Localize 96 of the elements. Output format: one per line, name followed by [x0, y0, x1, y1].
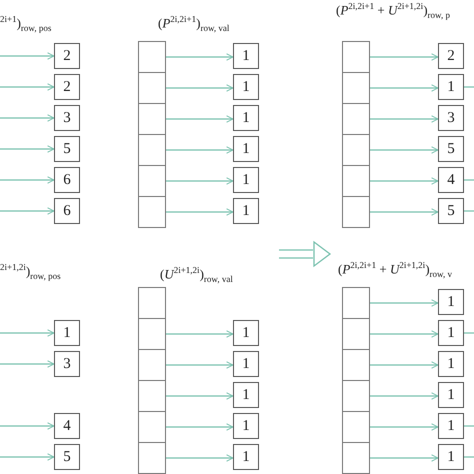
value-box: 1	[233, 167, 259, 193]
value-box: 2	[54, 74, 80, 100]
arrow	[166, 454, 234, 462]
arrow	[370, 53, 438, 61]
value-box: 4	[438, 167, 464, 193]
array-cell	[342, 380, 370, 412]
arrow	[0, 114, 54, 122]
array-heading: $^{2i+1,2i}$)$_{row, pos}$	[0, 262, 61, 282]
arrow	[0, 52, 54, 60]
value-box: 1	[233, 43, 259, 69]
arrow	[370, 208, 438, 216]
arrow	[166, 392, 234, 400]
arrow	[166, 115, 234, 123]
arrow	[370, 299, 438, 307]
value-box: 1	[438, 74, 464, 100]
array-cell	[138, 318, 166, 350]
value-box: 1	[233, 74, 259, 100]
array-cell	[342, 196, 370, 228]
arrow	[370, 84, 438, 92]
value-box: 1	[438, 289, 464, 315]
array-cell	[342, 318, 370, 350]
array-heading: $^{2i+1}$)$_{row, pos}$	[0, 14, 52, 34]
array-cell	[342, 103, 370, 135]
arrow	[0, 360, 54, 368]
value-box: 5	[54, 136, 80, 162]
arrow	[166, 177, 234, 185]
value-box: 3	[54, 351, 80, 377]
value-box: 6	[54, 167, 80, 193]
arrow	[370, 330, 438, 338]
value-box: 1	[233, 351, 259, 377]
array-cell	[138, 411, 166, 443]
value-box: 1	[438, 413, 464, 439]
array-cell	[342, 442, 370, 474]
array-cell	[138, 134, 166, 166]
value-box: 4	[54, 413, 80, 439]
value-box: 1	[233, 413, 259, 439]
arrow	[166, 84, 234, 92]
array-cell	[342, 349, 370, 381]
array-cell	[342, 411, 370, 443]
array-heading: (U$^{2i+1,2i}$)$_{row, val}$	[160, 265, 233, 285]
value-box: 5	[438, 198, 464, 224]
arrow	[166, 146, 234, 154]
array-cell	[138, 72, 166, 104]
array-cell	[138, 380, 166, 412]
array-cell	[342, 72, 370, 104]
arrow	[370, 423, 438, 431]
arrow	[0, 329, 54, 337]
arrow	[166, 330, 234, 338]
value-box: 1	[438, 320, 464, 346]
arrow	[166, 208, 234, 216]
arrow	[0, 145, 54, 153]
array-cell	[342, 41, 370, 73]
arrow	[166, 423, 234, 431]
arrow	[0, 176, 54, 184]
value-box: 1	[438, 351, 464, 377]
array-cell	[342, 165, 370, 197]
value-box: 6	[54, 198, 80, 224]
arrow	[370, 361, 438, 369]
array-cell	[342, 134, 370, 166]
value-box: 1	[233, 382, 259, 408]
value-box: 1	[54, 320, 80, 346]
arrow	[370, 454, 438, 462]
arrow	[370, 115, 438, 123]
arrow	[370, 177, 438, 185]
arrow	[0, 453, 54, 461]
value-box: 1	[233, 320, 259, 346]
value-box: 1	[233, 136, 259, 162]
value-box: 1	[438, 444, 464, 470]
value-box: 2	[54, 43, 80, 69]
arrow	[0, 83, 54, 91]
arrow	[166, 53, 234, 61]
arrow	[0, 422, 54, 430]
array-cell	[342, 287, 370, 319]
value-box: 1	[233, 444, 259, 470]
arrow	[0, 207, 54, 215]
array-heading: (P$^{2i,2i+1}$)$_{row, val}$	[158, 14, 230, 34]
arrow	[370, 146, 438, 154]
arrow	[370, 392, 438, 400]
array-cell	[138, 41, 166, 73]
array-cell	[138, 287, 166, 319]
value-box: 2	[438, 43, 464, 69]
array-cell	[138, 196, 166, 228]
array-cell	[138, 442, 166, 474]
array-cell	[138, 103, 166, 135]
value-box: 1	[233, 198, 259, 224]
value-box: 3	[438, 105, 464, 131]
array-heading: (P$^{2i,2i+1}$ + U$^{2i+1,2i}$)$_{row, v}$	[338, 260, 452, 280]
value-box: 3	[54, 105, 80, 131]
arrow	[166, 361, 234, 369]
array-cell	[138, 349, 166, 381]
value-box: 5	[438, 136, 464, 162]
value-box: 1	[233, 105, 259, 131]
value-box: 1	[438, 382, 464, 408]
value-box: 5	[54, 444, 80, 470]
array-cell	[138, 165, 166, 197]
array-heading: (P$^{2i,2i+1}$ + U$^{2i+1,2i}$)$_{row, p}$	[336, 1, 450, 21]
